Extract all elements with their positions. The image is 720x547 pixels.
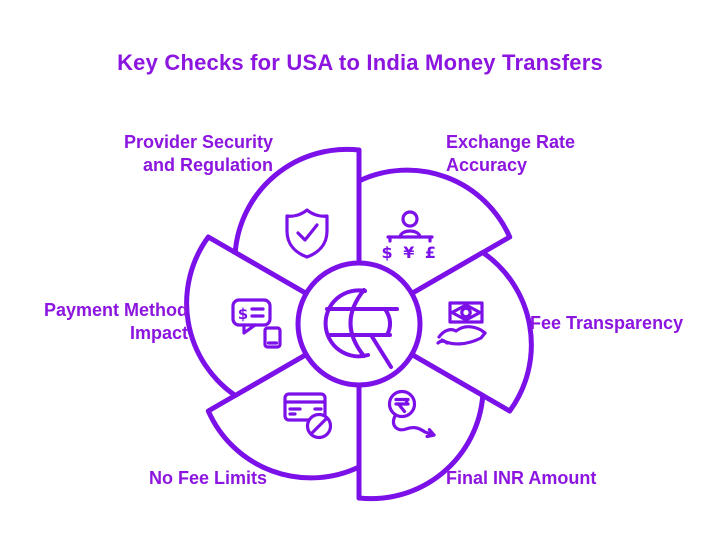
bubble-dollar-label: $ [238,305,248,323]
label-final-inr-amount: Final INR Amount [446,468,597,488]
person-currency-icon: $ ¥ £ [381,210,438,262]
label-payment-method: Payment Method Impact [43,300,188,343]
globe-rupee-icon [323,288,399,369]
blocked-card-icon [283,392,333,440]
rupee-trend-arrow-icon [387,389,436,439]
shield-check-icon [285,208,329,259]
currency-symbols-label: $ ¥ £ [381,243,438,262]
cash-in-hand-icon [436,301,487,346]
center-circle [295,260,423,388]
page-title: Key Checks for USA to India Money Transf… [117,50,603,75]
label-fee-transparency: Fee Transparency [530,313,684,333]
chat-dollar-phone-icon: $ [231,298,282,349]
label-exchange-rate: Exchange Rate Accuracy [446,132,576,175]
label-provider-security: Provider Security and Regulation [123,132,273,175]
label-no-fee-limits: No Fee Limits [149,468,268,488]
